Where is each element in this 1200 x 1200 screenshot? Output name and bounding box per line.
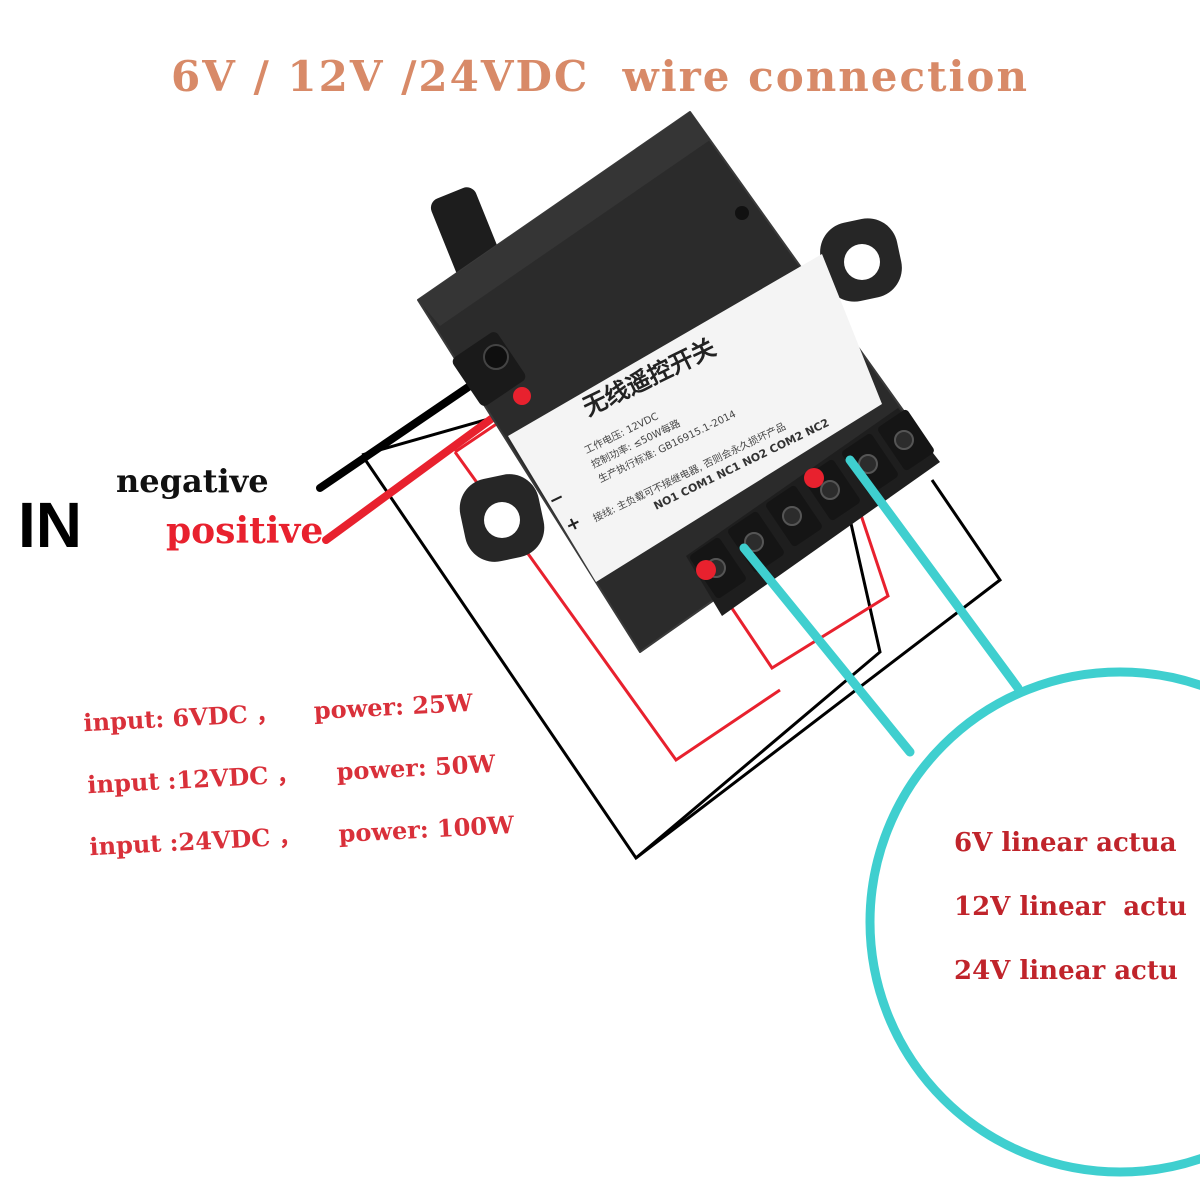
input-terminal [452,332,526,406]
actuator-wire-2 [845,455,1023,693]
positive-com-wire [703,469,890,671]
terminal-nc2 [878,409,934,471]
output-terminal-block [686,408,940,616]
spec-input-24v: input :24VDC ， [88,821,304,862]
mounting-ear-left [459,474,545,562]
terminal-com2 [842,433,898,495]
actuator-label-6v: 6V linear actua [954,828,1177,858]
actuator-label-24v: 24V linear actu [954,956,1178,986]
negative-com2-wire [635,465,882,860]
label-plate [508,254,882,582]
positive-dot-input [513,387,531,405]
led-indicator [735,206,749,220]
terminal-com1 [728,511,784,573]
positive-dot-no1 [696,560,716,580]
negative-label: negative [116,462,269,500]
positive-loop-wire [453,451,781,763]
spec-power-100w: power: 100W [337,810,515,849]
terminal-nc1 [766,485,822,547]
actuator-wire-1 [739,543,915,757]
in-label: IN [18,489,82,561]
mounting-ear-right [820,218,902,302]
actuator-circle [865,667,1200,1177]
diagram-title: 6V / 12V /24VDC wire connection [171,52,1029,101]
actuator-label-12v: 12V linear actu [954,892,1187,922]
positive-dot-no2 [804,468,824,488]
positive-label: positive [166,510,324,552]
negative-loop-wire [360,454,1003,861]
